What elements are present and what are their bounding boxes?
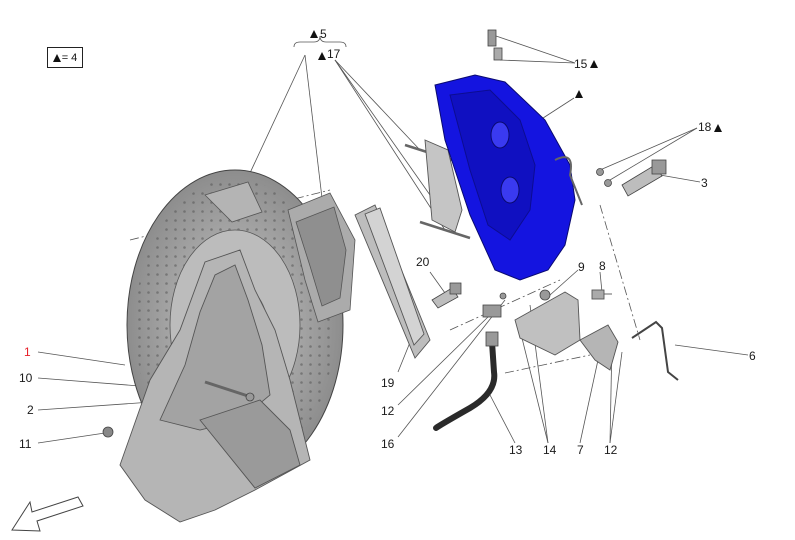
- triangle-icon: [52, 54, 61, 62]
- caliper-bolt: [621, 159, 667, 197]
- pad-spring: [424, 139, 463, 233]
- callout-20: 20: [416, 255, 430, 269]
- callout-2: 2: [27, 403, 34, 417]
- bleed-screw: [487, 29, 503, 61]
- callout-6: 6: [749, 349, 756, 363]
- callout-7: 7: [577, 443, 584, 457]
- callout-19: 19: [381, 376, 395, 390]
- callout-8: 8: [599, 259, 606, 273]
- callout-11: 11: [19, 437, 32, 451]
- hose-clip: [482, 304, 502, 347]
- callout-5: 5: [320, 27, 327, 41]
- torque-legend: = 4: [47, 47, 83, 68]
- callout-1: 1: [24, 345, 31, 359]
- legend-text: = 4: [61, 52, 78, 64]
- pad-wear-sensor: [591, 289, 612, 300]
- caliper-pipe: [554, 156, 583, 206]
- callout-3: 3: [701, 176, 708, 190]
- brake-pads: [204, 181, 356, 323]
- callout-9: 9: [578, 260, 585, 274]
- brake-caliper: [434, 74, 576, 281]
- disc-screw: [102, 426, 114, 438]
- callout-15: 15: [574, 57, 588, 71]
- callout-14: 14: [543, 443, 557, 457]
- arrow-icon: [11, 496, 84, 532]
- brake-pipe: [631, 320, 679, 381]
- brake-hose: [433, 339, 498, 431]
- caliper-bracket: [354, 204, 431, 359]
- callout-17: 17: [327, 47, 341, 61]
- guide-pin: [204, 380, 255, 402]
- callout-18: 18: [698, 120, 712, 134]
- small-bolts: [499, 168, 612, 301]
- sensor-bracket: [514, 291, 619, 371]
- callout-13: 13: [509, 443, 523, 457]
- callout-12: 12: [604, 443, 618, 457]
- callout-16: 16: [381, 437, 395, 451]
- callout-12: 12: [381, 404, 395, 418]
- bracket-bolt: [431, 282, 462, 309]
- triangle-icon: [310, 30, 722, 132]
- callout-10: 10: [19, 371, 33, 385]
